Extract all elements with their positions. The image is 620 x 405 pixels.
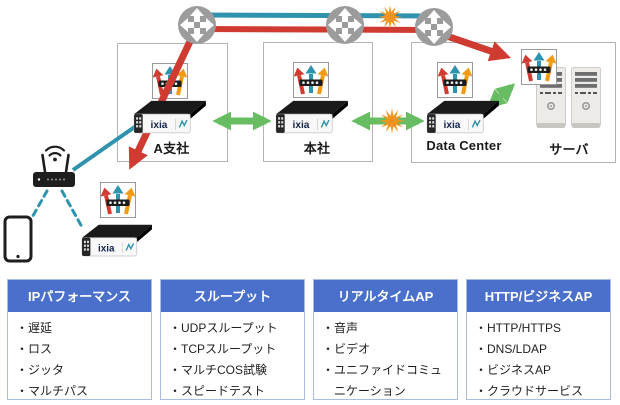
panel-item: ・ユニファイドコミュニケーション	[322, 363, 443, 398]
panel-item: ・ジッタ	[16, 363, 65, 377]
wifi-router-icon	[28, 142, 80, 192]
panel-throughput: スループット ・UDPスループット ・TCPスループット ・マルチCOS試験 ・…	[160, 279, 305, 400]
panel-item: ・音声	[322, 321, 359, 335]
panel-title: リアルタイムAP	[314, 280, 457, 312]
fault-starburst-icon-lan	[378, 107, 406, 135]
panel-item: ・ロス	[16, 342, 53, 356]
panel-item: ・クラウドサービス	[475, 384, 584, 398]
panel-item: ・ビデオ	[322, 342, 371, 356]
panel-ip-performance: IPパフォーマンス ・遅延 ・ロス ・ジッタ ・マルチパス	[7, 279, 152, 400]
panel-item: ・ビジネスAP	[475, 363, 552, 377]
teal-link-wifi-to-branch	[71, 124, 138, 172]
red-arrow-to-remote	[128, 31, 198, 170]
panel-http-business-ap: HTTP/ビジネスAP ・HTTP/HTTPS ・DNS/LDAP ・ビジネスA…	[466, 279, 611, 400]
fault-starburst-icon-wan	[377, 4, 403, 30]
panel-item: ・スピードテスト	[169, 384, 266, 398]
site-box-branch	[117, 43, 228, 162]
ixia-appliance-headquarters	[273, 97, 351, 136]
panel-item: ・マルチCOS試験	[169, 363, 268, 377]
panel-item-list: ・遅延 ・ロス ・ジッタ ・マルチパス	[8, 312, 151, 405]
test-category-panels: IPパフォーマンス ・遅延 ・ロス ・ジッタ ・マルチパス スループット ・UD…	[7, 279, 611, 400]
panel-item: ・HTTP/HTTPS	[475, 321, 561, 335]
network-topology-diagram: A支社 本社 Data Center サーバ	[0, 0, 616, 277]
ixia-appliance-datacenter	[424, 97, 502, 136]
smartphone-icon	[3, 215, 33, 263]
ixia-appliance-remote	[79, 221, 155, 259]
site-label-server: サーバ	[549, 142, 589, 157]
panel-item: ・遅延	[16, 321, 53, 335]
test-path-red-line	[196, 26, 435, 33]
wifi-dashed-link-phone	[28, 189, 49, 223]
panel-title: HTTP/ビジネスAP	[467, 280, 610, 312]
panel-item: ・マルチパス	[16, 384, 89, 398]
wifi-dashed-link-device	[60, 189, 84, 229]
panel-item-list: ・UDPスループット ・TCPスループット ・マルチCOS試験 ・スピードテスト	[161, 312, 304, 405]
site-label-headquarters: 本社	[303, 141, 331, 156]
site-box-datacenter	[411, 42, 616, 163]
panel-title: スループット	[161, 280, 304, 312]
router-icon	[414, 7, 454, 47]
panel-item: ・DNS/LDAP	[475, 342, 548, 356]
panel-item-list: ・HTTP/HTTPS ・DNS/LDAP ・ビジネスAP ・クラウドサービス	[467, 312, 610, 405]
ixia-appliance-branch	[131, 97, 209, 136]
panel-realtime-ap: リアルタイムAP ・音声 ・ビデオ ・ユニファイドコミュニケーション	[313, 279, 458, 400]
router-icon	[177, 5, 217, 45]
site-label-datacenter: Data Center	[426, 138, 502, 153]
panel-item: ・TCPスループット	[169, 342, 277, 356]
site-label-branch: A支社	[153, 141, 190, 156]
panel-item: ・UDPスループット	[169, 321, 278, 335]
panel-item-list: ・音声 ・ビデオ ・ユニファイドコミュニケーション	[314, 312, 457, 405]
site-box-headquarters	[263, 42, 373, 162]
panel-title: IPパフォーマンス	[8, 280, 151, 312]
router-icon	[325, 5, 365, 45]
